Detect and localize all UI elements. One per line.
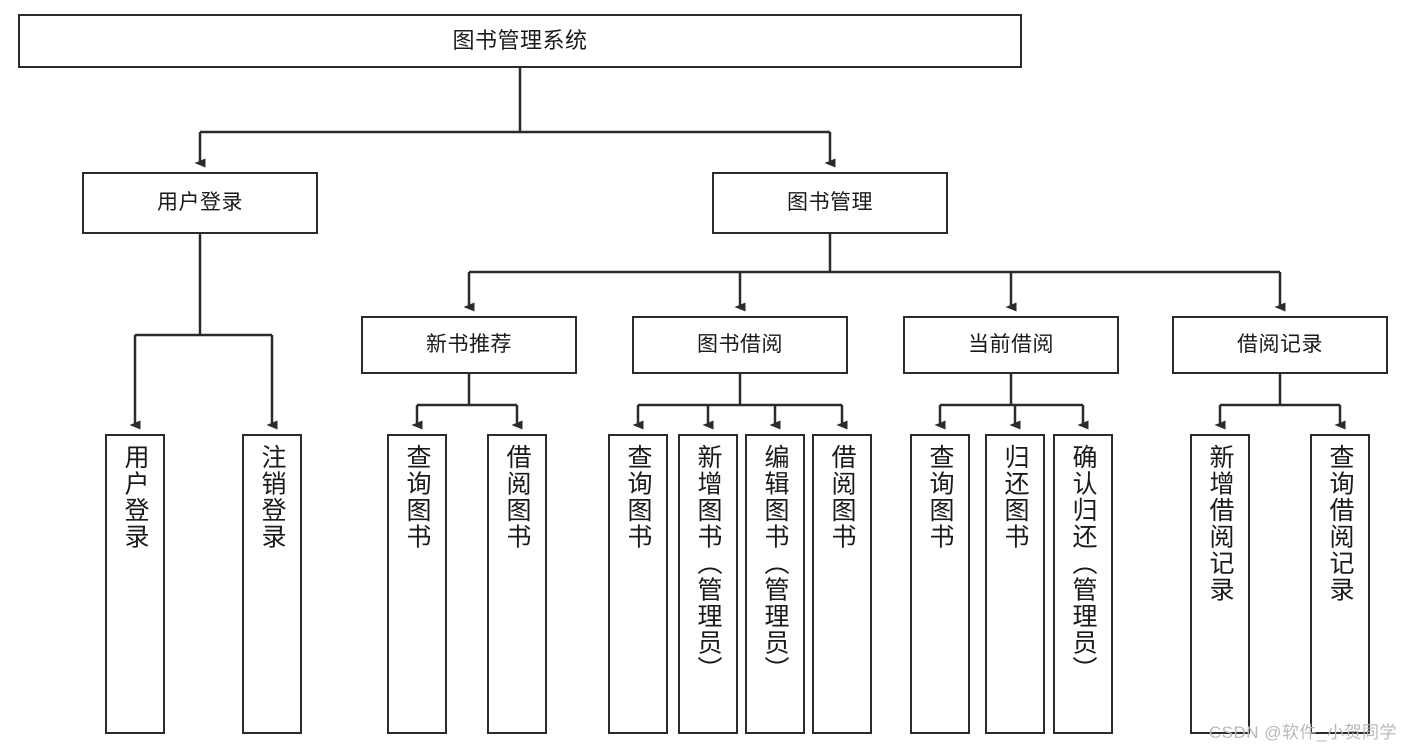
- leaf-node-label: 新增图书（管理员）: [694, 444, 722, 683]
- leaf-node-label: 确认归还（管理员）: [1069, 444, 1097, 683]
- leaf-node[interactable]: 确认归还（管理员）: [1053, 434, 1113, 734]
- node-root-label: 图书管理系统: [452, 27, 588, 53]
- leaf-node[interactable]: 查询图书: [608, 434, 668, 734]
- node-new-book-recommend-label: 新书推荐: [426, 333, 512, 357]
- node-current-borrow-label: 当前借阅: [968, 333, 1054, 357]
- node-root[interactable]: 图书管理系统: [18, 14, 1022, 68]
- leaf-node-label: 归还图书: [1001, 444, 1029, 550]
- leaf-node[interactable]: 编辑图书（管理员）: [745, 434, 805, 734]
- leaf-node-label: 查询图书: [624, 444, 652, 550]
- leaf-node-label: 借阅图书: [828, 444, 856, 550]
- leaf-node-label: 用户登录: [121, 444, 149, 550]
- node-book-borrow[interactable]: 图书借阅: [632, 316, 848, 374]
- node-user-login[interactable]: 用户登录: [82, 172, 318, 234]
- leaf-node[interactable]: 借阅图书: [487, 434, 547, 734]
- leaf-node[interactable]: 归还图书: [985, 434, 1045, 734]
- leaf-node-label: 新增借阅记录: [1206, 444, 1234, 603]
- leaf-node[interactable]: 注销登录: [242, 434, 302, 734]
- leaf-node-label: 查询图书: [926, 444, 954, 550]
- leaf-node[interactable]: 新增图书（管理员）: [678, 434, 738, 734]
- leaf-node[interactable]: 借阅图书: [812, 434, 872, 734]
- leaf-node-label: 查询借阅记录: [1326, 444, 1354, 603]
- node-book-management-label: 图书管理: [787, 191, 873, 215]
- leaf-node[interactable]: 查询借阅记录: [1310, 434, 1370, 734]
- leaf-node-label: 编辑图书（管理员）: [761, 444, 789, 683]
- node-current-borrow[interactable]: 当前借阅: [903, 316, 1119, 374]
- node-book-borrow-label: 图书借阅: [697, 333, 783, 357]
- leaf-node-label: 借阅图书: [503, 444, 531, 550]
- leaf-node[interactable]: 新增借阅记录: [1190, 434, 1250, 734]
- node-book-management[interactable]: 图书管理: [712, 172, 948, 234]
- node-borrow-record-label: 借阅记录: [1237, 333, 1323, 357]
- node-borrow-record[interactable]: 借阅记录: [1172, 316, 1388, 374]
- node-user-login-label: 用户登录: [157, 191, 243, 215]
- leaf-node-label: 查询图书: [403, 444, 431, 550]
- leaf-node[interactable]: 查询图书: [910, 434, 970, 734]
- leaf-node[interactable]: 用户登录: [105, 434, 165, 734]
- node-new-book-recommend[interactable]: 新书推荐: [361, 316, 577, 374]
- leaf-node[interactable]: 查询图书: [387, 434, 447, 734]
- leaf-node-label: 注销登录: [258, 444, 286, 550]
